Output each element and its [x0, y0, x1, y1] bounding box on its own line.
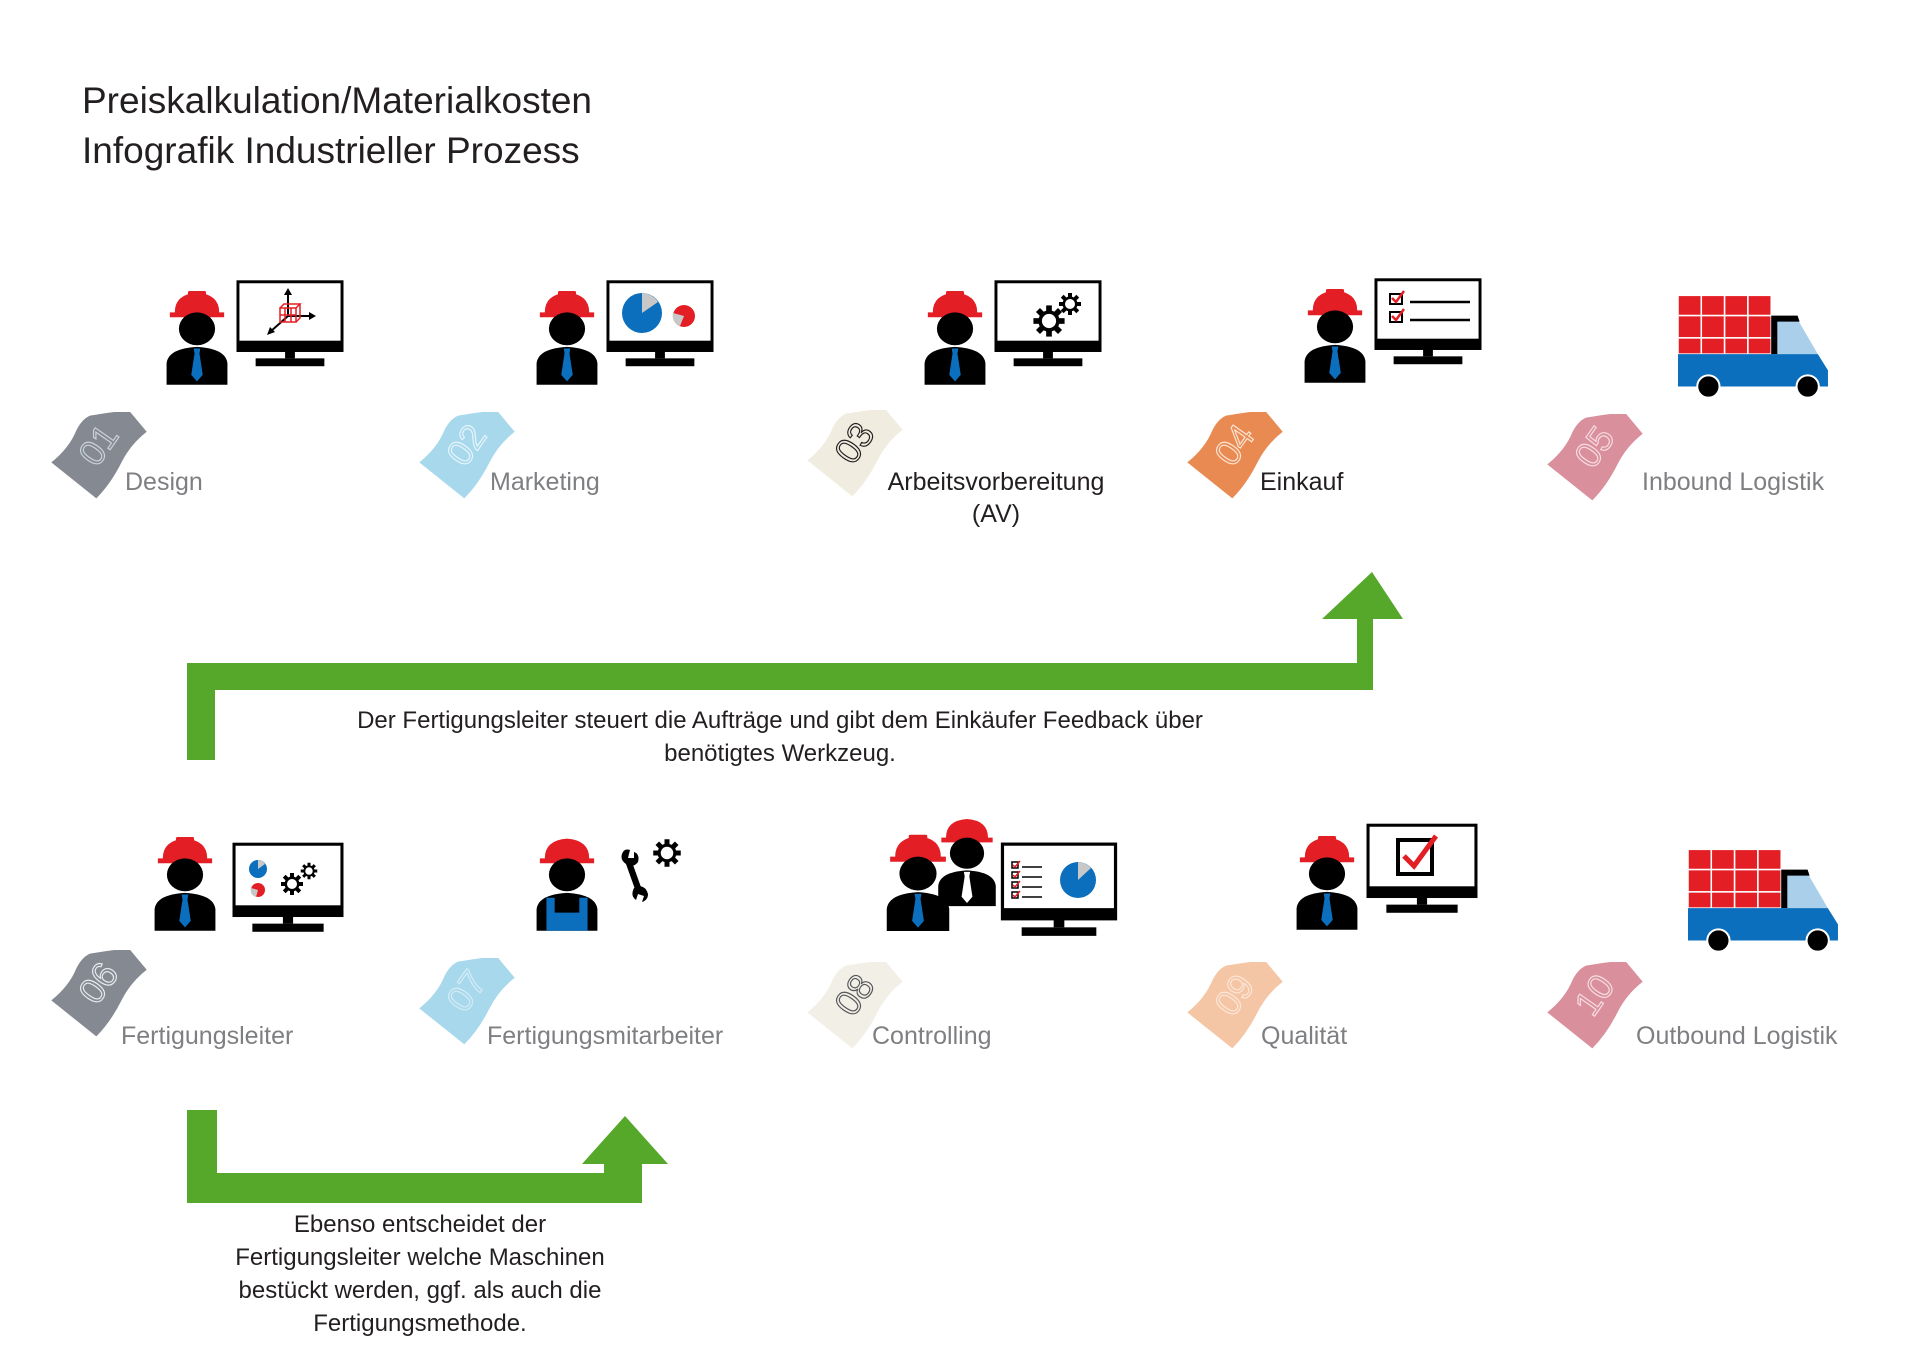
- top-arrow-caption: Der Fertigungsleiter steuert die Aufträg…: [270, 704, 1290, 770]
- step-number-tag-06: 06: [44, 950, 154, 1040]
- caption-line-2: Fertigungsleiter welche Maschinen: [235, 1244, 605, 1271]
- step-label: Arbeitsvorbereitung (AV): [876, 466, 1116, 530]
- worker-dashboard-icon: [154, 836, 344, 934]
- step-label: Outbound Logistik: [1636, 1022, 1838, 1050]
- arrow-shape: [187, 1110, 668, 1203]
- caption-line-3: bestückt werden, ggf. als auch die: [238, 1277, 602, 1304]
- worker-pie-chart-icon: [536, 280, 714, 385]
- step-number-tag-04: 04: [1180, 412, 1290, 502]
- team-report-icon: [886, 819, 1118, 938]
- step-label: Marketing: [490, 468, 600, 496]
- step-label: Fertigungsleiter: [121, 1022, 294, 1050]
- step-number-tag-05: 05: [1540, 414, 1650, 504]
- step-label: Fertigungsmitarbeiter: [487, 1022, 724, 1050]
- caption-line-4: Fertigungsmethode.: [313, 1310, 527, 1337]
- step-label: Qualität: [1261, 1022, 1348, 1050]
- step-label: Inbound Logistik: [1642, 468, 1825, 496]
- step-label-line-1: Arbeitsvorbereitung: [887, 468, 1105, 496]
- caption-line-1: Ebenso entscheidet der: [293, 1211, 547, 1238]
- bottom-arrow-caption: Ebenso entscheidet der Fertigungsleiter …: [190, 1208, 650, 1340]
- caption-line-2: benötigtes Werkzeug.: [664, 740, 896, 767]
- worker-checklist-icon: [1304, 278, 1482, 383]
- caption-line-1: Der Fertigungsleiter steuert die Aufträg…: [357, 707, 1203, 734]
- worker-wrench-gear-icon: [536, 838, 681, 931]
- step-label: Einkauf: [1260, 468, 1344, 496]
- step-number-tag-09: 09: [1180, 962, 1290, 1052]
- step-label-line-2: (AV): [971, 500, 1021, 528]
- step-number-tag-07: 07: [412, 958, 522, 1048]
- step-number-tag-02: 02: [412, 412, 522, 502]
- title-line-1: Preiskalkulation/Materialkosten: [82, 80, 593, 121]
- step-label: Controlling: [872, 1022, 992, 1050]
- step-label: Design: [125, 468, 203, 496]
- arrow-shape: [187, 572, 1403, 760]
- step-number-tag-01: 01: [44, 412, 154, 502]
- step-number-tag-10: 10: [1540, 962, 1650, 1052]
- worker-3d-design-icon: [166, 280, 344, 385]
- title-line-2: Infografik Industrieller Prozess: [82, 130, 580, 171]
- step-number-tag-03: 03: [800, 410, 910, 500]
- worker-checkmark-icon: [1296, 823, 1478, 930]
- wrench-icon: [621, 849, 648, 902]
- step-number-tag-08: 08: [800, 962, 910, 1052]
- page-title: Preiskalkulation/Materialkosten Infograf…: [82, 76, 592, 176]
